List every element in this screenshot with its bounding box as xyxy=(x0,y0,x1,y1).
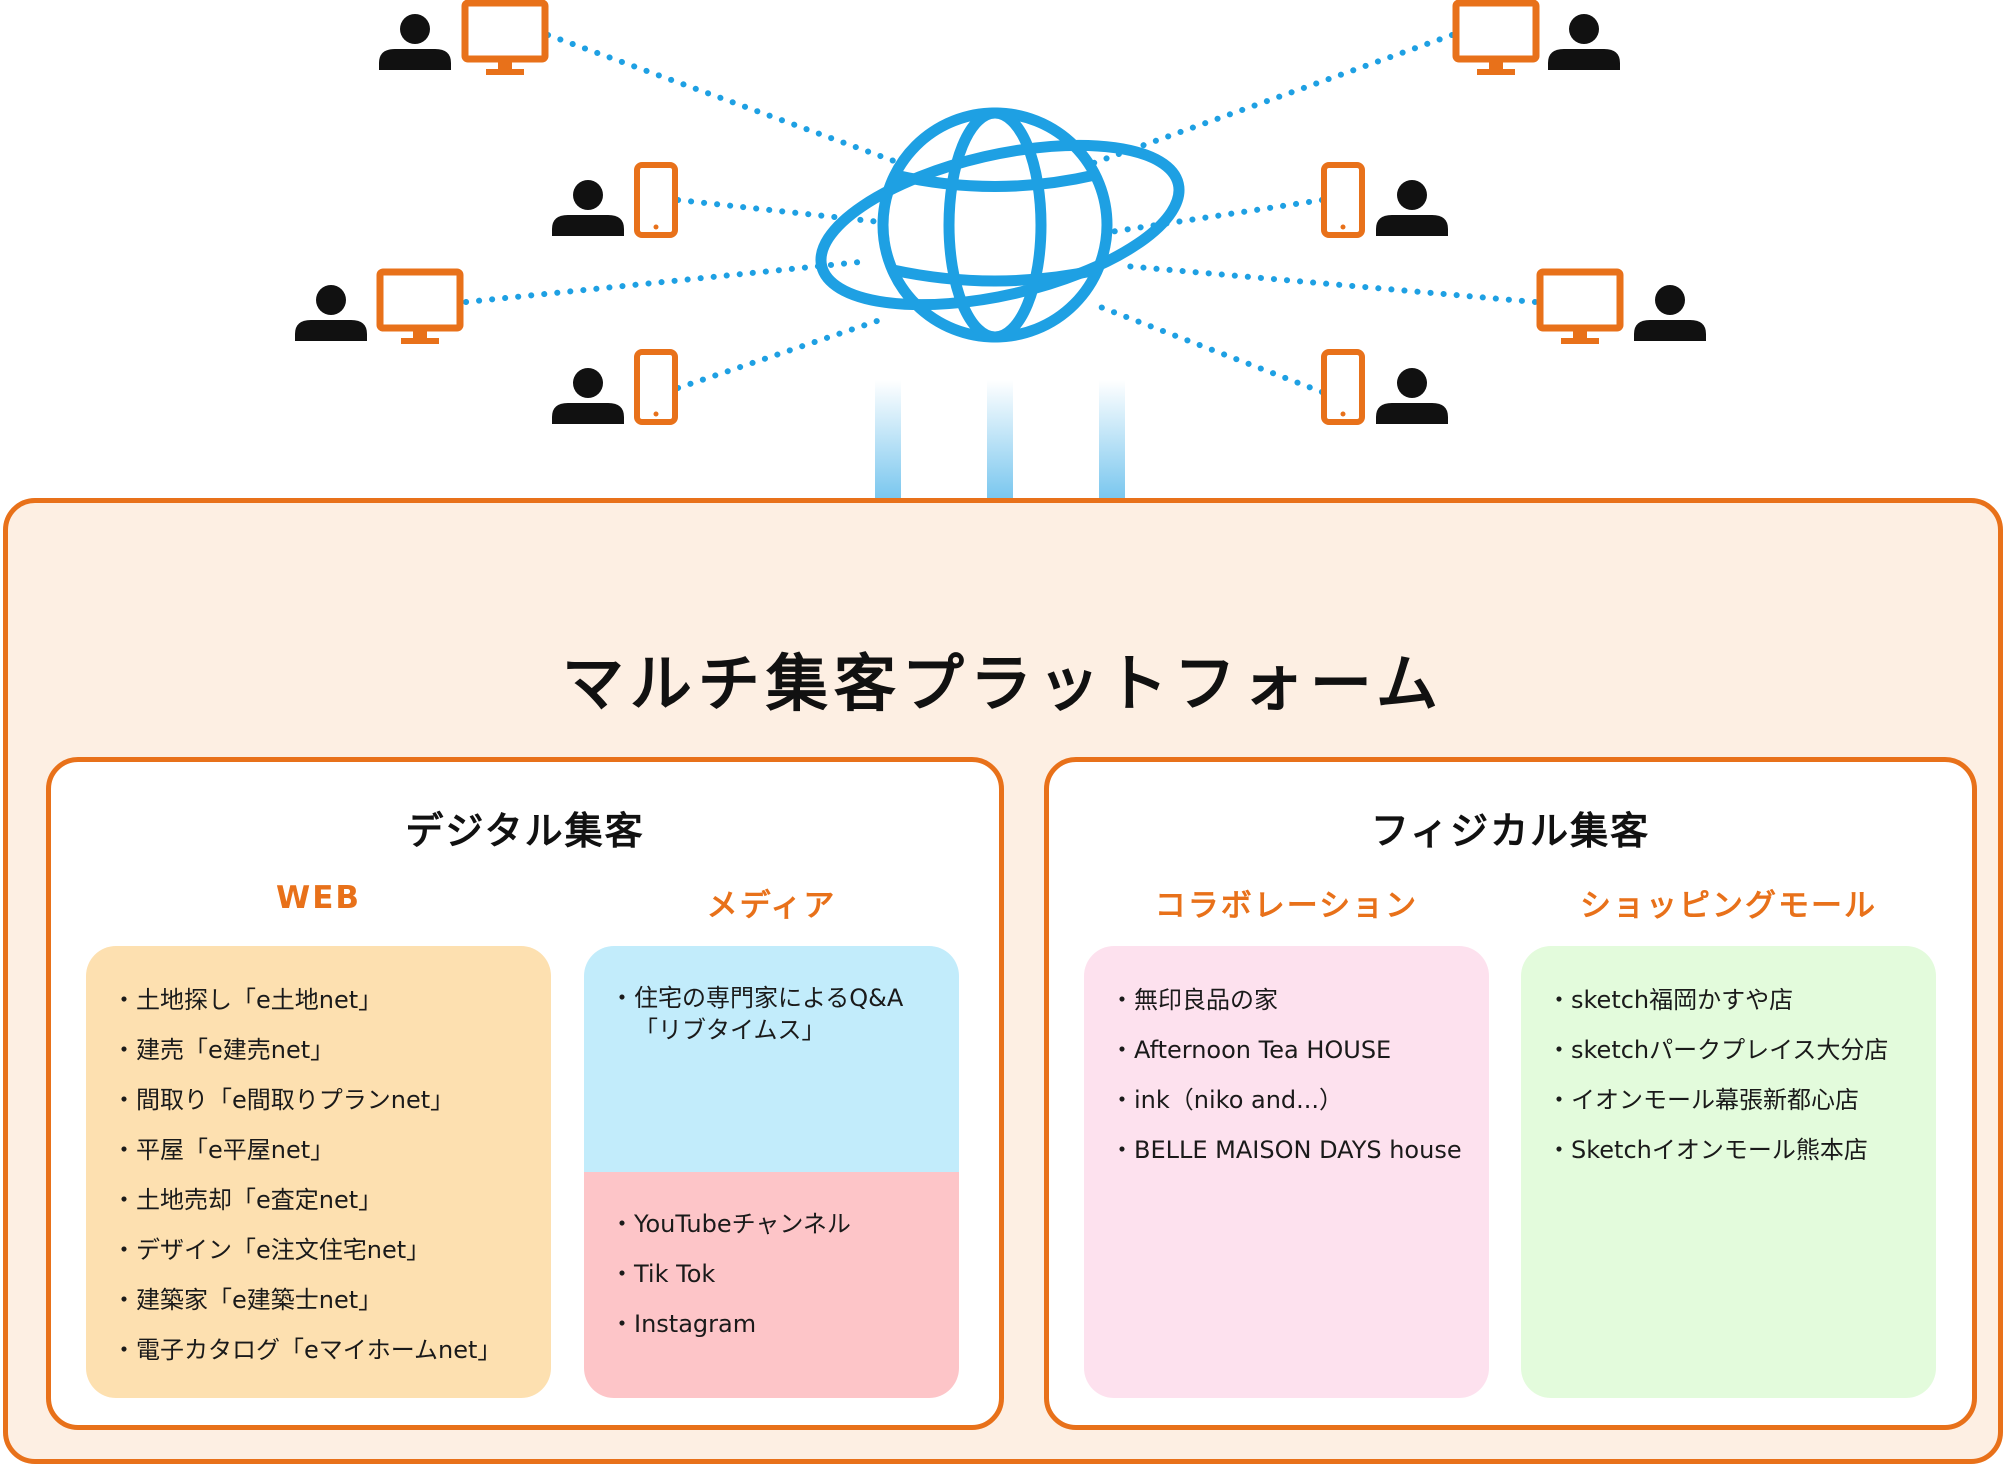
list-item: Afternoon Tea HOUSE xyxy=(1110,1034,1469,1066)
list-item: イオンモール幕張新都心店 xyxy=(1547,1084,1916,1116)
platform-title: マルチ集客プラットフォーム xyxy=(561,647,1445,720)
user-icon xyxy=(1548,14,1620,70)
media-column-title: メディア xyxy=(706,888,837,924)
desktop-monitor-icon xyxy=(1536,268,1624,344)
list-item: Tik Tok xyxy=(610,1258,939,1290)
smartphone-icon xyxy=(634,349,678,425)
desktop-monitor-icon xyxy=(1452,0,1540,75)
smartphone-icon xyxy=(1321,162,1365,238)
user-icon xyxy=(1634,285,1706,341)
list-item: Sketchイオンモール熊本店 xyxy=(1547,1134,1916,1166)
down-arrow-icon xyxy=(987,380,1013,500)
media-sns-list: YouTubeチャンネル Tik Tok Instagram xyxy=(610,1208,939,1340)
mall-column-title: ショッピングモール xyxy=(1580,888,1877,924)
physical-panel-title: フィジカル集客 xyxy=(1370,809,1651,853)
list-item: 無印良品の家 xyxy=(1110,984,1469,1016)
user-icon xyxy=(295,285,367,341)
media-card: 住宅の専門家によるQ&A「リブタイムス」 YouTubeチャンネル Tik To… xyxy=(584,946,959,1398)
list-item: 電子カタログ「eマイホームnet」 xyxy=(112,1334,531,1366)
physical-panel: フィジカル集客 コラボレーション 無印良品の家 Afternoon Tea HO… xyxy=(1044,757,1977,1430)
multi-platform-box: マルチ集客プラットフォーム デジタル集客 WEB 土地探し「e土地net」 建売… xyxy=(3,498,2003,1464)
desktop-monitor-icon xyxy=(376,268,464,344)
media-sns-section: YouTubeチャンネル Tik Tok Instagram xyxy=(584,1172,959,1398)
globe-icon xyxy=(815,107,1185,343)
connection-line xyxy=(675,317,883,391)
connection-line xyxy=(1122,263,1538,305)
desktop-monitor-icon xyxy=(461,0,549,75)
web-column-title: WEB xyxy=(276,880,361,916)
web-list: 土地探し「e土地net」 建売「e建売net」 間取り「e間取りプランnet」 … xyxy=(112,984,531,1366)
digital-panel-title: デジタル集客 xyxy=(405,809,645,853)
connection-line xyxy=(1085,32,1455,168)
smartphone-icon xyxy=(1321,349,1365,425)
list-item: 土地探し「e土地net」 xyxy=(112,984,531,1016)
list-item: 平屋「e平屋net」 xyxy=(112,1134,531,1166)
list-item: 住宅の専門家によるQ&A「リブタイムス」 xyxy=(610,982,910,1046)
media-qa-list: 住宅の専門家によるQ&A「リブタイムス」 xyxy=(610,982,910,1046)
mall-list: sketch福岡かすや店 sketchパークプレイス大分店 イオンモール幕張新都… xyxy=(1547,984,1916,1166)
list-item: YouTubeチャンネル xyxy=(610,1208,939,1240)
collab-card: 無印良品の家 Afternoon Tea HOUSE ink（niko and.… xyxy=(1084,946,1489,1398)
web-card: 土地探し「e土地net」 建売「e建売net」 間取り「e間取りプランnet」 … xyxy=(86,946,551,1398)
network-illustration xyxy=(295,0,1706,500)
list-item: 土地売却「e査定net」 xyxy=(112,1184,531,1216)
user-icon xyxy=(552,368,624,424)
media-qa-section: 住宅の専門家によるQ&A「リブタイムス」 xyxy=(584,946,959,1172)
list-item: sketchパークプレイス大分店 xyxy=(1547,1034,1916,1066)
digital-panel: デジタル集客 WEB 土地探し「e土地net」 建売「e建売net」 間取り「e… xyxy=(46,757,1004,1430)
smartphone-icon xyxy=(634,162,678,238)
user-icon xyxy=(1376,368,1448,424)
down-arrow-icon xyxy=(875,380,901,500)
collab-column-title: コラボレーション xyxy=(1154,888,1419,924)
down-arrow-icon xyxy=(1099,380,1125,500)
list-item: sketch福岡かすや店 xyxy=(1547,984,1916,1016)
user-icon xyxy=(379,14,451,70)
list-item: BELLE MAISON DAYS house xyxy=(1110,1134,1469,1166)
connection-line xyxy=(1107,197,1325,235)
list-item: デザイン「e注文住宅net」 xyxy=(112,1234,531,1266)
user-icon xyxy=(1376,180,1448,236)
list-item: 間取り「e間取りプランnet」 xyxy=(112,1084,531,1116)
connection-line xyxy=(463,259,863,305)
connection-line xyxy=(1087,300,1325,395)
list-item: Instagram xyxy=(610,1308,939,1340)
connection-line xyxy=(545,32,908,168)
collab-list: 無印良品の家 Afternoon Tea HOUSE ink（niko and.… xyxy=(1110,984,1469,1166)
mall-card: sketch福岡かすや店 sketchパークプレイス大分店 イオンモール幕張新都… xyxy=(1521,946,1936,1398)
list-item: 建売「e建売net」 xyxy=(112,1034,531,1066)
list-item: 建築家「e建築士net」 xyxy=(112,1284,531,1316)
list-item: ink（niko and...） xyxy=(1110,1084,1469,1116)
user-icon xyxy=(552,180,624,236)
